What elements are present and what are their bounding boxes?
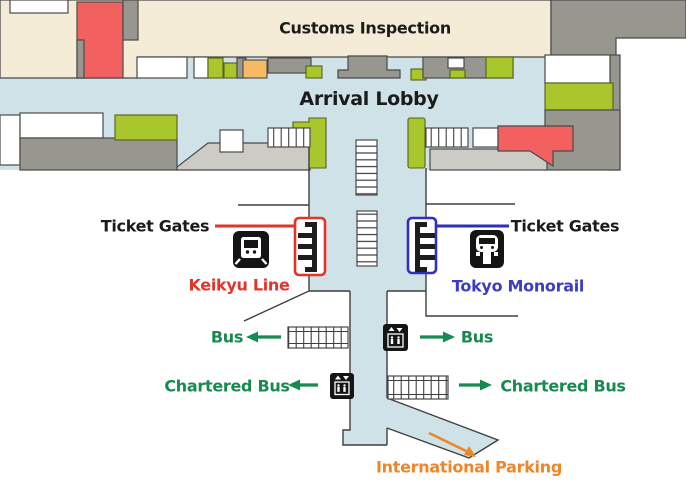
right-mid-blocks: [429, 125, 574, 171]
keikyu-ticket-gate: [215, 216, 327, 277]
stairs-chartered-right: [387, 375, 449, 400]
red-block: [76, 1, 124, 79]
elevator-icon-upper: [383, 324, 408, 351]
stairs-bus-left: [287, 326, 349, 349]
orange-block: [242, 59, 268, 79]
red-wing-block: [497, 125, 574, 168]
bus-left-label: Bus: [210, 327, 244, 347]
bus-right-arrow: [420, 331, 455, 343]
keikyu-line-label: Keikyu Line: [188, 275, 290, 295]
ticket-gates-right-label: Ticket Gates: [510, 216, 620, 236]
left-building-row: [0, 112, 311, 171]
bus-left-arrow: [246, 331, 281, 343]
customs-room: [9, 0, 69, 14]
escalator-top-right: [425, 127, 469, 148]
elevator-icon-lower: [330, 373, 354, 399]
chartered-bus-right-arrow: [459, 379, 492, 391]
escalator-center-upper: [355, 139, 378, 196]
bus-right-label: Bus: [460, 327, 494, 347]
chartered-bus-left-arrow: [288, 379, 318, 391]
escalator-center-lower: [356, 210, 378, 267]
green-block-right: [407, 117, 426, 169]
ticket-gates-left-label: Ticket Gates: [100, 216, 210, 236]
international-parking-arrow: [428, 431, 476, 457]
tokyo-monorail-label: Tokyo Monorail: [451, 276, 585, 296]
customs-inspection-label: Customs Inspection: [279, 18, 451, 38]
top-right-wing: [544, 0, 686, 171]
monorail-train-icon: [470, 230, 504, 268]
monorail-ticket-gate: [406, 216, 509, 275]
escalator-top-left: [267, 127, 311, 148]
shop-blocks-row: [136, 55, 514, 81]
keikyu-train-icon: [233, 231, 269, 268]
chartered-bus-left-label: Chartered Bus: [164, 376, 290, 396]
arrival-lobby-label: Arrival Lobby: [299, 88, 439, 110]
chartered-bus-right-label: Chartered Bus: [500, 376, 626, 396]
international-parking-label: International Parking: [376, 457, 562, 477]
